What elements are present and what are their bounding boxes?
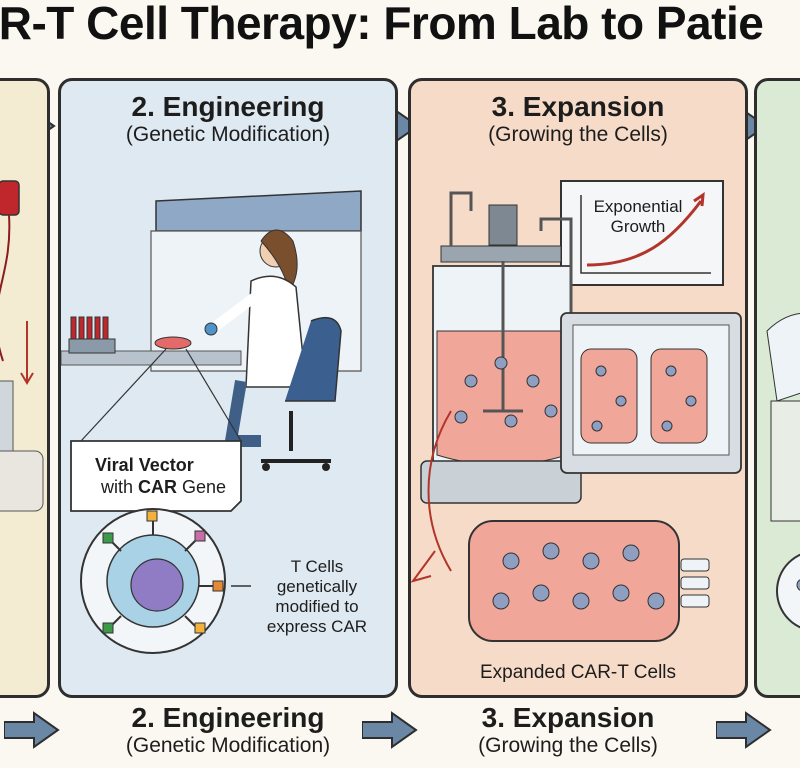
panel-infusion bbox=[754, 78, 800, 698]
bag-caption: Expanded CAR-T Cells bbox=[479, 662, 677, 683]
step-subheading: (Genetic Modification) bbox=[125, 123, 331, 146]
chart-label: Exponential Growth bbox=[593, 197, 683, 236]
step-heading: 3. Expansion bbox=[491, 91, 665, 122]
bioreactor-illustration bbox=[411, 180, 742, 642]
footer-step-engineering: 2. Engineering (Genetic Modification) bbox=[125, 702, 331, 757]
step-subheading: (Growing the Cells) bbox=[488, 123, 668, 146]
panel-engineering: 2. Engineering (Genetic Modification) bbox=[58, 78, 398, 698]
blood-collection-illustration bbox=[0, 180, 44, 512]
page-title: AR-T Cell Therapy: From Lab to Patie bbox=[0, 0, 764, 49]
callout-subtitle: with CAR Gene bbox=[101, 477, 227, 497]
footer-step-expansion: 3. Expansion (Growing the Cells) bbox=[478, 702, 658, 757]
panel-expansion: 3. Expansion (Growing the Cells) bbox=[408, 78, 748, 698]
callout-title: Viral Vector bbox=[95, 455, 194, 475]
step-heading: 2. Engineering bbox=[131, 91, 325, 122]
arrow-right-icon bbox=[4, 711, 60, 749]
arrow-right-icon bbox=[362, 711, 418, 749]
lab-scene-illustration bbox=[61, 190, 362, 654]
hospital-bed-illustration bbox=[766, 312, 800, 629]
arrow-right-icon bbox=[716, 711, 772, 749]
panel-collection bbox=[0, 78, 50, 698]
cell-annotation: T Cells genetically modified to express … bbox=[266, 557, 368, 636]
